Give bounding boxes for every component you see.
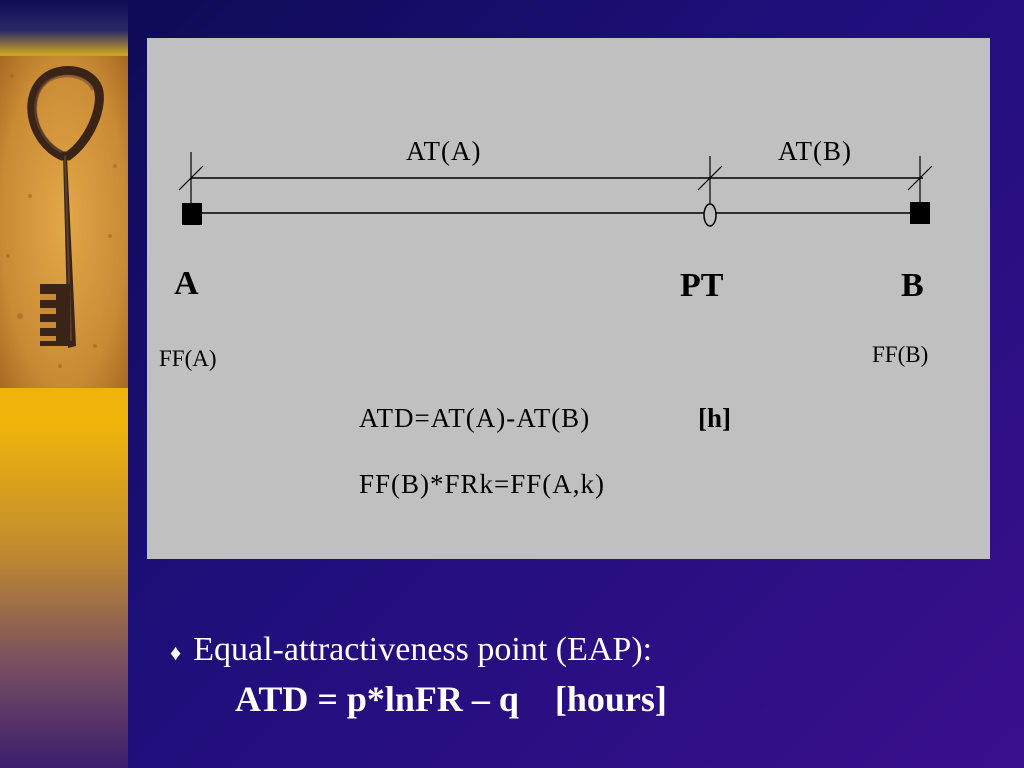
diagram-panel: AT(A) AT(B) A PT B FF(A) FF(B) ATD=AT(A)… bbox=[147, 38, 990, 559]
bullet-text: Equal-attractiveness point (EAP): bbox=[193, 631, 653, 668]
label-at-a: AT(A) bbox=[406, 136, 481, 166]
timeline-diagram: AT(A) AT(B) A PT B FF(A) FF(B) ATD=AT(A)… bbox=[159, 136, 933, 499]
decorative-side-strip bbox=[0, 0, 128, 768]
slash-mark-b bbox=[907, 165, 933, 191]
node-pt-marker bbox=[703, 203, 717, 227]
formula-atd-unit: [h] bbox=[698, 403, 731, 433]
label-ff-a: FF(A) bbox=[159, 346, 217, 371]
node-b-marker bbox=[910, 202, 930, 224]
formula-atd: ATD=AT(A)-AT(B) bbox=[359, 403, 590, 433]
label-ff-b: FF(B) bbox=[872, 342, 928, 367]
node-a-marker bbox=[182, 203, 202, 225]
bullet-section: ♦ Equal-attractiveness point (EAP): ATD … bbox=[170, 630, 970, 725]
key-image bbox=[0, 56, 128, 388]
bullet-item: ♦ Equal-attractiveness point (EAP): bbox=[170, 630, 970, 673]
slash-mark-pt bbox=[697, 165, 723, 191]
eap-formula: ATD = p*lnFR – q [hours] bbox=[235, 679, 667, 719]
diamond-bullet-icon: ♦ bbox=[170, 640, 182, 665]
label-node-a: A bbox=[174, 265, 199, 302]
slash-mark-a bbox=[178, 165, 204, 191]
label-node-pt: PT bbox=[680, 267, 724, 304]
label-at-b: AT(B) bbox=[778, 136, 852, 166]
label-node-b: B bbox=[901, 267, 924, 304]
formula-ff: FF(B)*FRk=FF(A,k) bbox=[359, 469, 605, 499]
